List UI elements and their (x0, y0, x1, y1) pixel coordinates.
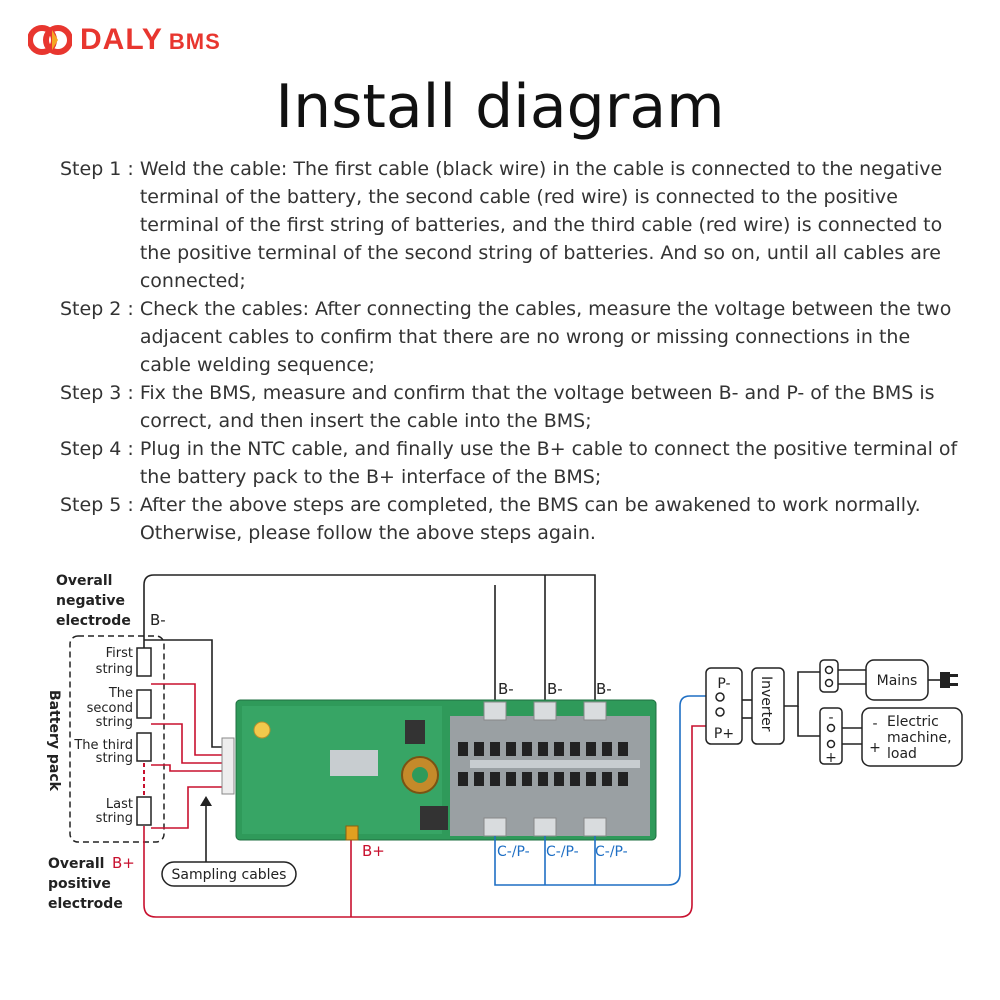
plug-icon (940, 672, 958, 688)
svg-text:Last: Last (106, 797, 133, 812)
bms-cp-minus-labels: C-/P- C-/P- C-/P- (497, 844, 628, 860)
daly-logo-icon (28, 25, 72, 55)
b-minus-label: B- (150, 611, 166, 629)
step-text: Fix the BMS, measure and confirm that th… (139, 382, 935, 432)
p-plus-terminal-icon (715, 707, 725, 717)
svg-text:negative: negative (56, 593, 125, 609)
step-text: Check the cables: After connecting the c… (139, 298, 952, 376)
bms-board (235, 699, 657, 841)
cell-last (136, 796, 152, 826)
load-label: Electric machine, load (887, 714, 952, 762)
step-label: Step 4 : (60, 438, 134, 460)
battery-cells (136, 647, 152, 826)
bms-b-plus-label: B+ (362, 842, 385, 860)
svg-text:The third: The third (73, 738, 133, 753)
svg-text:C-/P-: C-/P- (497, 844, 530, 860)
load-box (861, 707, 963, 767)
svg-text:machine,: machine, (887, 730, 952, 746)
p-minus-label: P- (717, 676, 730, 692)
inverter-label: Inverter (758, 676, 774, 732)
step-5: Step 5 : After the above steps are compl… (60, 491, 960, 547)
inverter-box (751, 667, 785, 745)
battery-pack-label: Battery pack (46, 690, 62, 792)
svg-text:string: string (96, 715, 133, 730)
step-label: Step 3 : (60, 382, 134, 404)
p-plus-label: P+ (714, 726, 734, 742)
svg-text:load: load (887, 746, 917, 762)
svg-text:Electric: Electric (887, 714, 939, 730)
svg-text:positive: positive (48, 876, 111, 892)
mains-terminal-icon (824, 678, 834, 688)
cell-first (136, 647, 152, 677)
step-text: Plug in the NTC cable, and finally use t… (139, 438, 958, 488)
p-minus-terminal-icon (715, 692, 725, 702)
cell-second (136, 689, 152, 719)
load-minus-label: - (828, 710, 833, 726)
step-label: Step 1 : (60, 158, 134, 180)
step-1: Step 1 : Weld the cable: The first cable… (60, 155, 960, 295)
steps-list: Step 1 : Weld the cable: The first cable… (60, 155, 960, 547)
step-text: Weld the cable: The first cable (black w… (139, 158, 943, 292)
page-title: Install diagram (275, 72, 725, 142)
svg-text:The: The (108, 686, 133, 701)
string-labels: First string The second string The third… (73, 646, 133, 826)
sampling-connector (221, 737, 235, 795)
overall-positive-label: Overall positive electrode (48, 856, 123, 912)
svg-text:electrode: electrode (48, 896, 123, 912)
overall-negative-label: Overall negative electrode (56, 573, 131, 629)
cell-third (136, 732, 152, 762)
svg-text:second: second (87, 701, 133, 716)
step-label: Step 2 : (60, 298, 134, 320)
bms-b-minus-labels: B- B- B- (498, 680, 612, 698)
svg-text:Overall: Overall (48, 856, 104, 872)
output-wires (494, 695, 708, 886)
inverter-wires (742, 669, 940, 745)
load-box-minus: - (872, 716, 877, 732)
sampling-cables-callout (161, 861, 297, 887)
sampling-arrow-icon (200, 796, 212, 806)
svg-text:B-: B- (498, 680, 514, 698)
svg-text:C-/P-: C-/P- (546, 844, 579, 860)
svg-text:C-/P-: C-/P- (595, 844, 628, 860)
sampling-cables-label: Sampling cables (172, 867, 287, 883)
load-terminal-icon (826, 723, 836, 733)
svg-text:string: string (96, 662, 133, 677)
svg-text:string: string (96, 751, 133, 766)
mains-box (865, 659, 929, 701)
mains-terminal-box (819, 659, 839, 693)
step-label: Step 5 : (60, 494, 134, 516)
b-plus-label: B+ (112, 854, 135, 872)
mains-terminal-icon (824, 665, 834, 675)
svg-text:string: string (96, 811, 133, 826)
mains-label: Mains (877, 673, 918, 689)
step-text: After the above steps are completed, the… (139, 494, 921, 544)
output-terminal-box (705, 667, 743, 745)
sampling-wires (143, 683, 708, 918)
negative-wires (143, 574, 596, 748)
svg-text:Overall: Overall (56, 573, 112, 589)
load-box-plus: + (869, 740, 881, 756)
svg-text:B-: B- (596, 680, 612, 698)
step-2: Step 2 : Check the cables: After connect… (60, 295, 960, 379)
step-3: Step 3 : Fix the BMS, measure and confir… (60, 379, 960, 435)
step-4: Step 4 : Plug in the NTC cable, and fina… (60, 435, 960, 491)
svg-text:First: First (106, 646, 133, 661)
load-plus-label: + (825, 750, 837, 766)
svg-text:B-: B- (547, 680, 563, 698)
load-terminal-box (819, 707, 843, 765)
battery-pack-box (69, 635, 165, 843)
load-terminal-icon (826, 739, 836, 749)
svg-text:electrode: electrode (56, 613, 131, 629)
